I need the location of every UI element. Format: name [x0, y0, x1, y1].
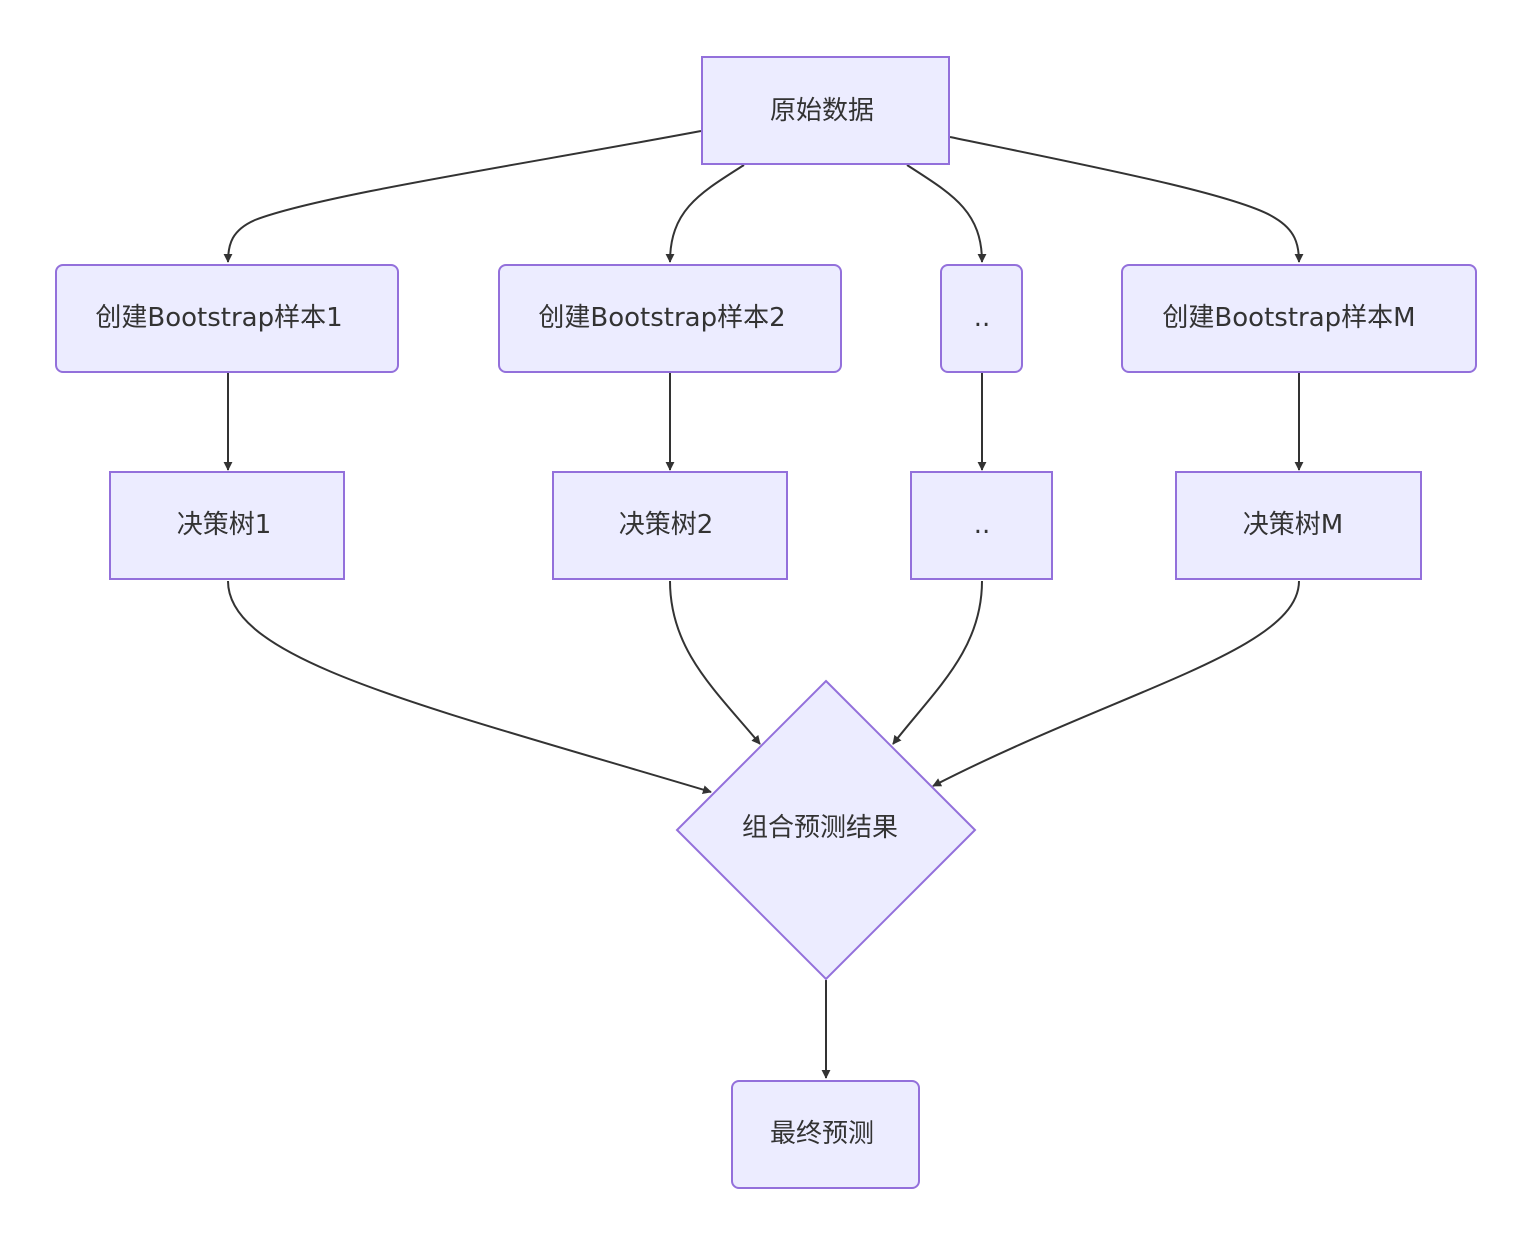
edge-tree-m-to-combine — [932, 580, 1300, 787]
node-label: 原始数据 — [770, 96, 874, 126]
node-label: 决策树2 — [619, 510, 714, 540]
node-label: 最终预测 — [770, 1119, 874, 1149]
node-label: .. — [974, 303, 991, 333]
edge-raw-to-sample-ellipsis — [906, 164, 987, 263]
node-sample-2[interactable]: 创建Bootstrap样本2 — [498, 264, 842, 373]
node-tree-ellipsis[interactable]: .. — [910, 471, 1053, 580]
edges — [223, 130, 1304, 1079]
node-label: .. — [974, 510, 991, 540]
node-label: 决策树M — [1243, 510, 1343, 540]
node-tree-1[interactable]: 决策树1 — [109, 471, 345, 580]
node-label: 创建Bootstrap样本1 — [95, 303, 342, 333]
edge-tree-1-to-combine — [227, 580, 712, 794]
node-combine-decision[interactable]: 组合预测结果 — [675, 679, 977, 981]
edge-tree-2-to-combine — [669, 580, 761, 745]
node-tree-m[interactable]: 决策树M — [1175, 471, 1422, 580]
edge-raw-to-sample-2 — [665, 164, 745, 263]
node-sample-m[interactable]: 创建Bootstrap样本M — [1121, 264, 1477, 373]
edge-tree-ellipsis-to-combine — [892, 580, 983, 745]
node-final-prediction[interactable]: 最终预测 — [731, 1080, 920, 1189]
edge-raw-to-sample-1 — [223, 130, 702, 263]
node-label: 创建Bootstrap样本M — [1162, 303, 1415, 333]
node-tree-2[interactable]: 决策树2 — [552, 471, 788, 580]
node-label: 决策树1 — [177, 510, 272, 540]
node-label: 创建Bootstrap样本2 — [538, 303, 785, 333]
node-label: 组合预测结果 — [742, 813, 898, 843]
node-sample-ellipsis[interactable]: .. — [940, 264, 1023, 373]
node-raw-data[interactable]: 原始数据 — [701, 56, 950, 165]
node-sample-1[interactable]: 创建Bootstrap样本1 — [55, 264, 399, 373]
edge-raw-to-sample-m — [949, 136, 1304, 263]
